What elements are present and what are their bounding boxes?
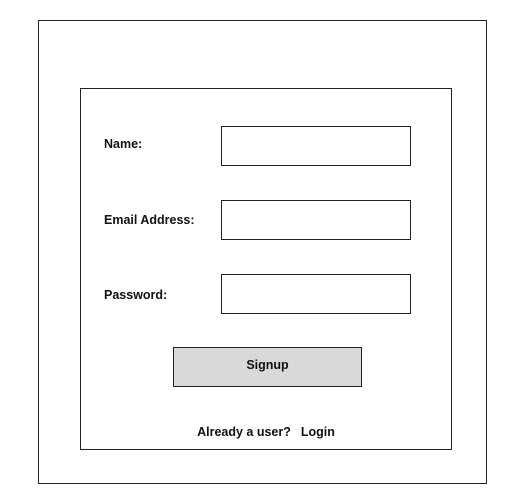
- email-address-input[interactable]: [221, 200, 411, 240]
- signup-button[interactable]: Signup: [173, 347, 362, 387]
- password-label: Password:: [104, 288, 168, 302]
- login-prompt-row: Already a user? Login: [80, 424, 452, 440]
- login-link[interactable]: Login: [300, 425, 335, 439]
- password-input[interactable]: [221, 274, 411, 314]
- email-address-label: Email Address:: [104, 213, 195, 227]
- name-input[interactable]: [221, 126, 411, 166]
- name-label: Name:: [104, 137, 143, 151]
- already-user-text: Already a user?: [197, 425, 291, 439]
